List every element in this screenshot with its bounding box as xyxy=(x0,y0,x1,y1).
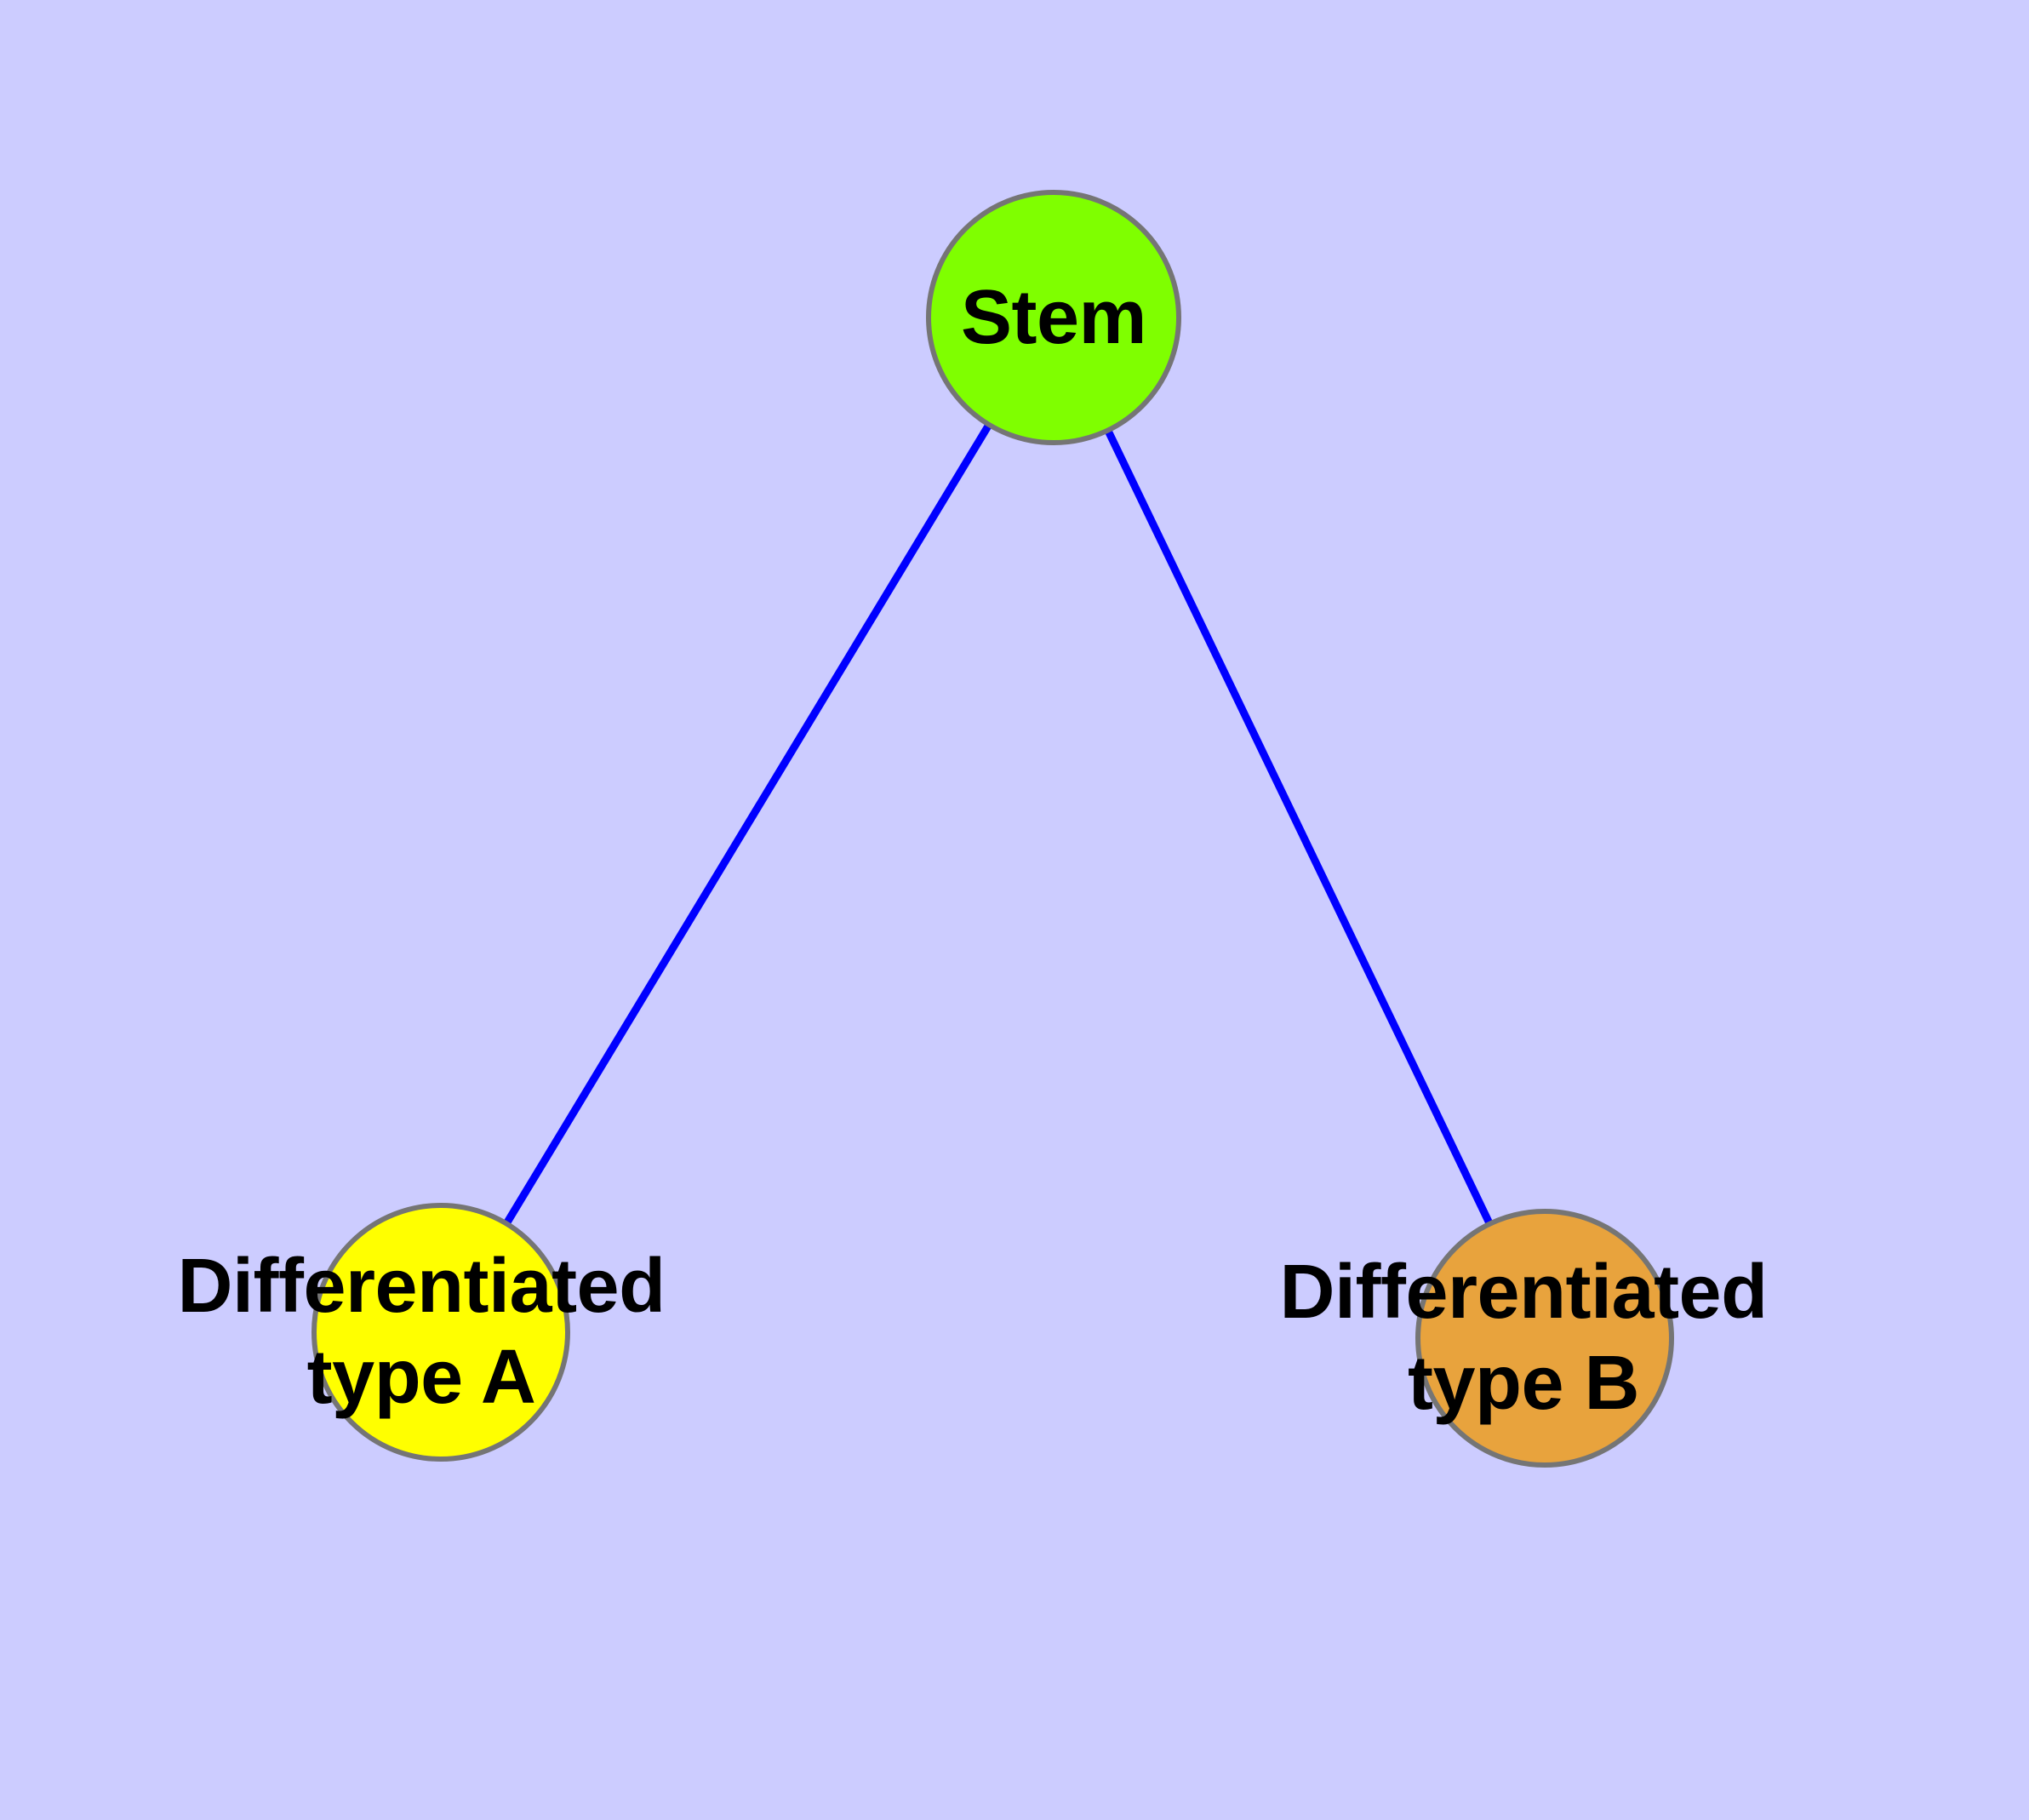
node-layer xyxy=(311,190,1674,1468)
edge-stem-to-a[interactable] xyxy=(437,315,1057,1335)
edge-stem-to-b[interactable] xyxy=(1049,316,1549,1340)
node-diff-a[interactable] xyxy=(311,1203,570,1462)
node-diff-b[interactable] xyxy=(1415,1209,1674,1468)
edge-layer xyxy=(437,315,1549,1340)
node-stem[interactable] xyxy=(926,190,1181,445)
